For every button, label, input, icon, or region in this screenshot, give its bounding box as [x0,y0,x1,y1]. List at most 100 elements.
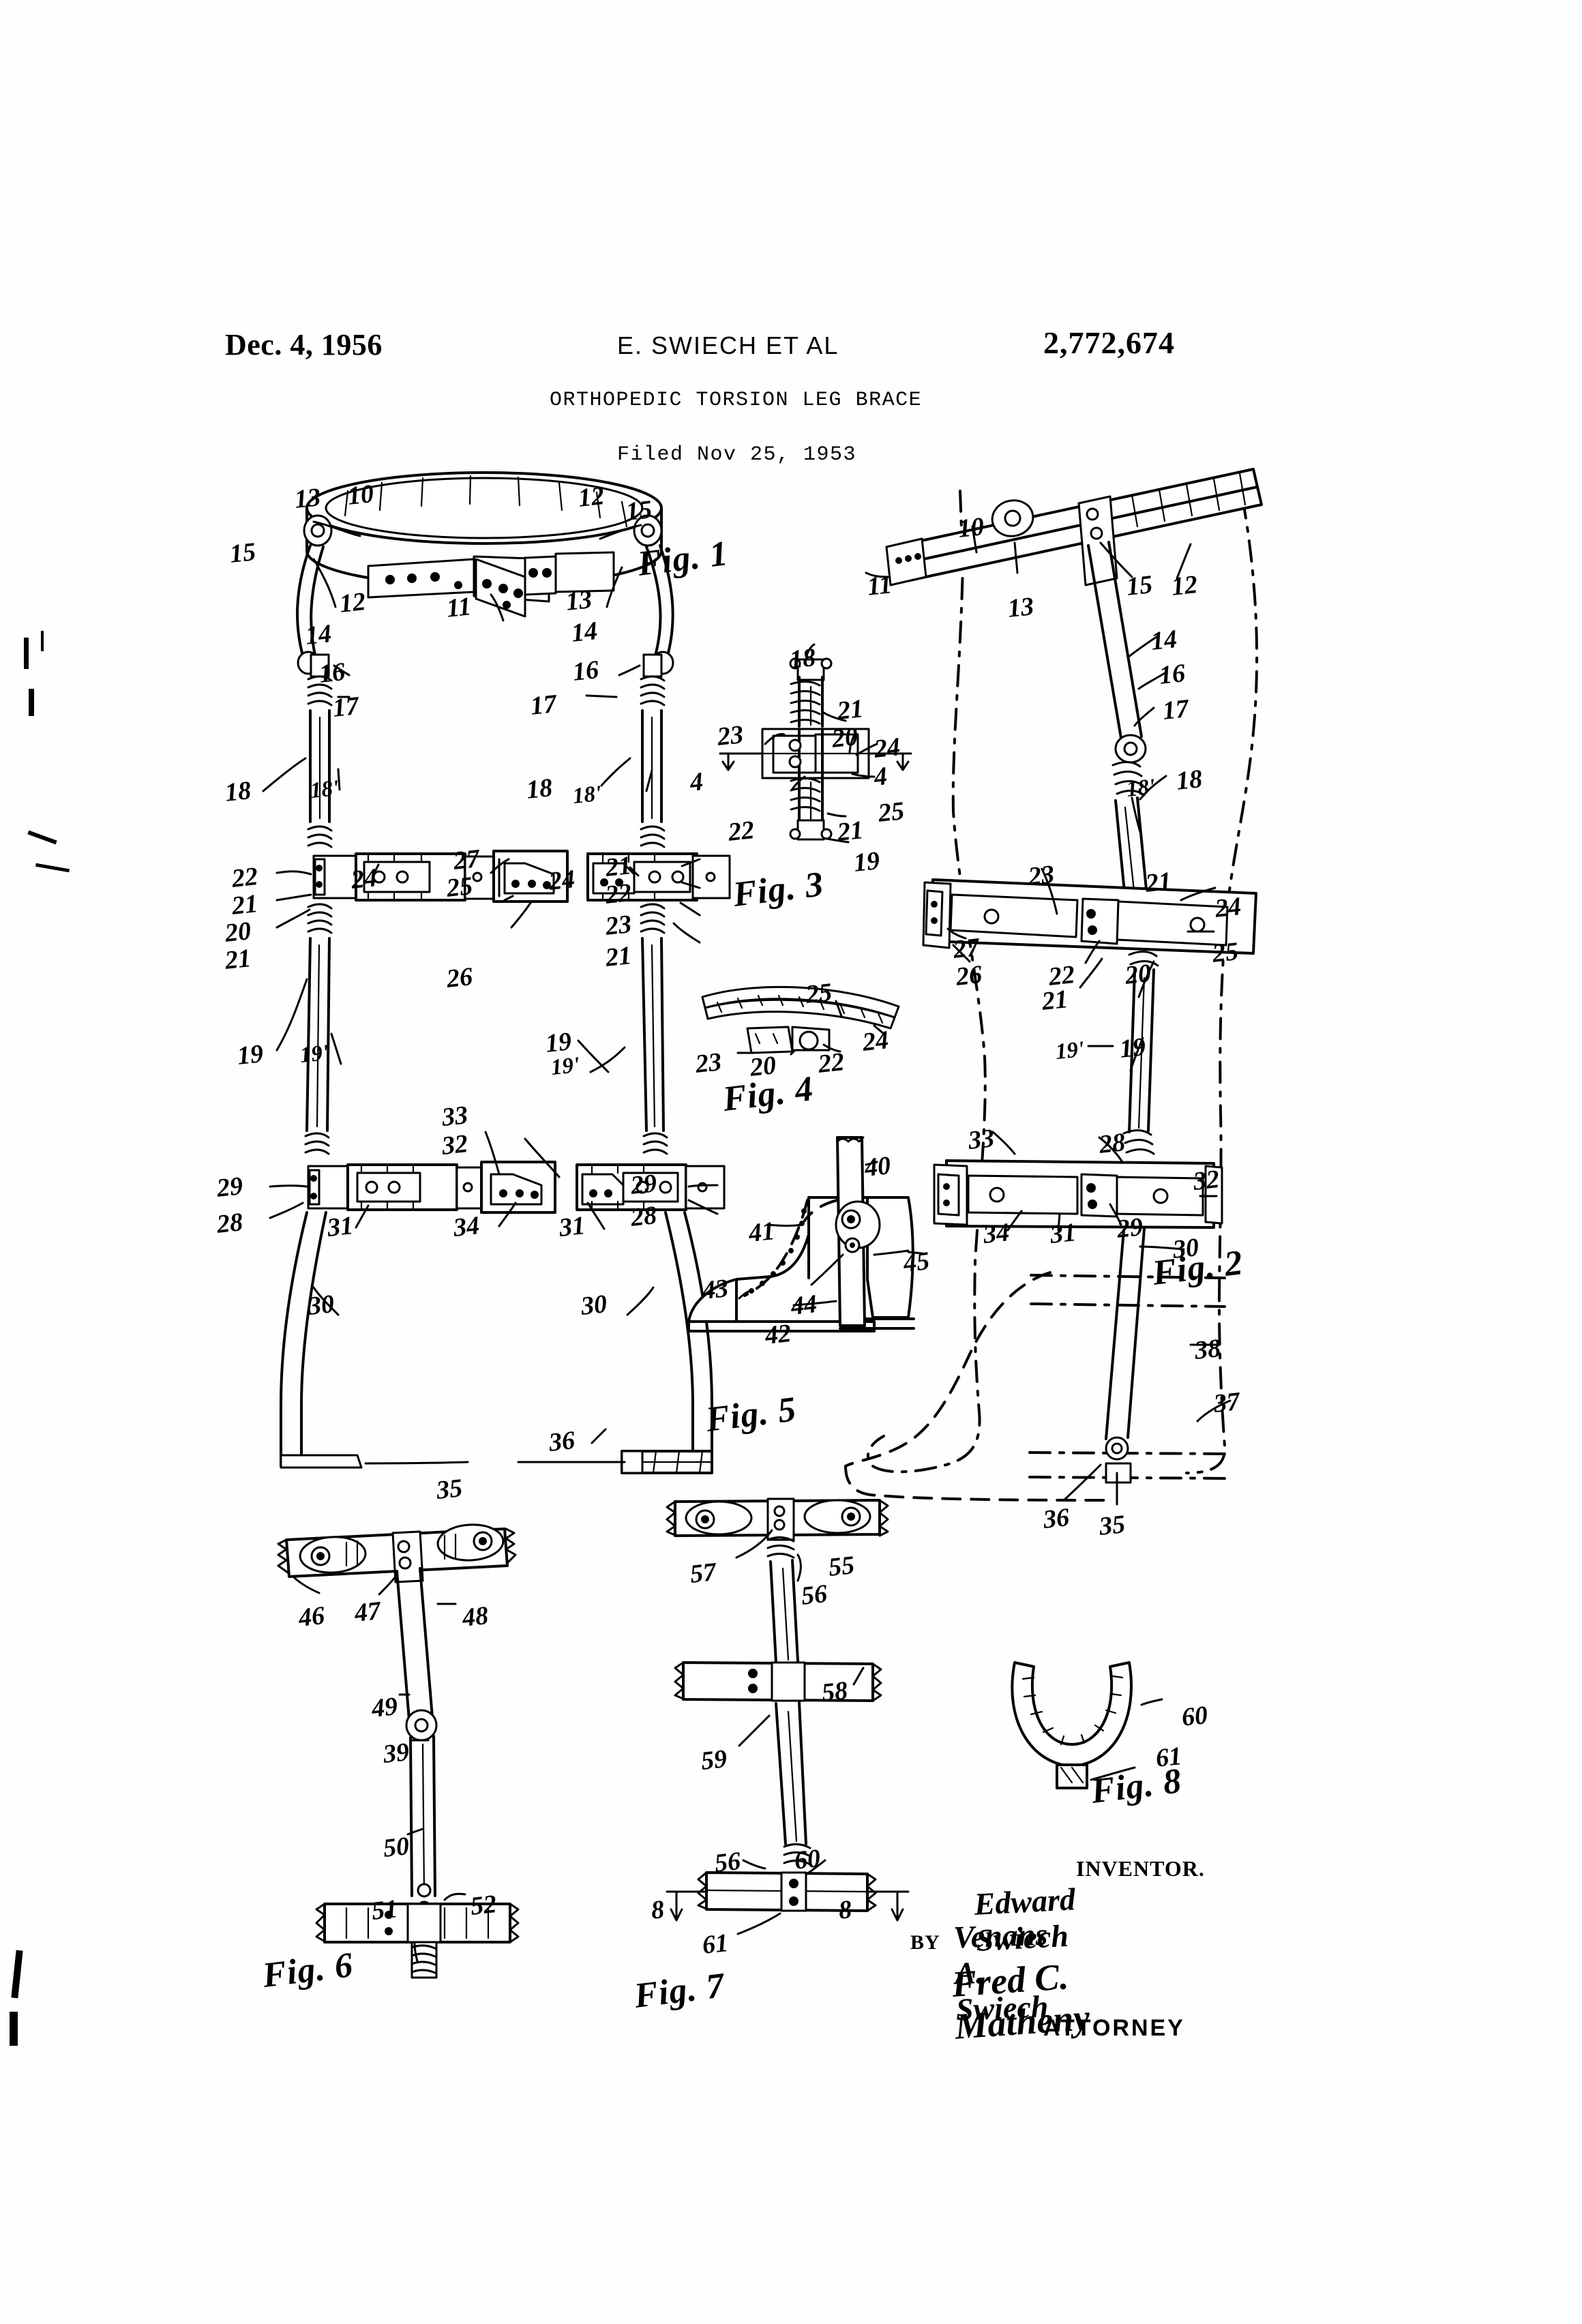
reference-numeral-fig3-24-4: 24 [872,732,902,764]
reference-numeral-fig2-14-5: 14 [1149,625,1179,656]
reference-numeral-fig4-22-4: 22 [816,1047,846,1079]
reference-numeral-fig2-38-28: 38 [1193,1334,1223,1365]
issue-date: Dec. 4, 1956 [225,328,383,361]
reference-numeral-fig6-51-6: 51 [370,1894,400,1926]
reference-numeral-fig1-12-2: 12 [576,481,606,513]
reference-numeral-fig1-14-9: 14 [569,616,599,648]
patent-title: ORTHOPEDIC TORSION LEG BRACE [550,389,923,412]
reference-numeral-fig3-4-6: 4 [872,762,889,792]
scan-artifact [24,638,29,669]
reference-numeral-fig1-21-21: 21 [223,944,253,975]
patent-number: 2,772,674 [1043,325,1175,360]
reference-numeral-fig1-22-18: 22 [230,862,260,893]
reference-numeral-fig7-58-3: 58 [820,1676,850,1708]
scan-artifact [29,689,34,716]
reference-numeral-fig2-26-14: 26 [954,960,984,992]
reference-numeral-fig2-36-30: 36 [1041,1503,1071,1534]
reference-numeral-fig1-30-44: 30 [306,1290,336,1321]
reference-numeral-fig2-18-9: 18 [1174,764,1204,796]
reference-numeral-fig1-30-45: 30 [579,1290,609,1321]
reference-numeral-fig5-41-1: 41 [747,1217,777,1248]
reference-numeral-fig2-19-20: 19 [1118,1032,1148,1064]
reference-numeral-fig1-16-10: 16 [317,657,347,689]
inventor-line: E. SWIECH ET AL [617,331,839,359]
reference-numeral-fig1-24-25: 24 [547,865,577,896]
reference-numeral-fig2-20-18: 20 [1123,959,1153,990]
reference-numeral-fig6-48-2: 48 [460,1601,490,1633]
reference-numeral-fig2-23-10: 23 [1026,860,1056,891]
reference-numeral-fig7-55-1: 55 [826,1551,856,1582]
reference-numeral-fig2-37-29: 37 [1212,1387,1242,1418]
reference-numeral-fig1-29-42: 29 [629,1169,659,1200]
reference-numeral-fig1-12-5: 12 [338,587,368,619]
reference-numeral-fig2-19prime-19: 19' [1054,1037,1086,1065]
reference-numeral-fig1-19-31: 19 [235,1039,265,1071]
reference-numeral-fig1-19prime-34: 19' [550,1052,581,1081]
reference-numeral-fig1-33-35: 33 [440,1101,470,1132]
reference-numeral-fig2-18prime-8: 18' [1125,774,1156,803]
figure-2-drawing [844,468,1263,1506]
scan-artifact [27,830,57,845]
reference-numeral-fig1-10-1: 10 [346,479,376,511]
reference-numeral-fig1-29-37: 29 [215,1172,245,1203]
by-label: BY [910,1931,940,1954]
reference-numeral-fig5-45-2: 45 [901,1247,931,1278]
reference-numeral-fig1-31-39: 31 [325,1211,355,1242]
reference-numeral-fig6-50-5: 50 [381,1832,411,1863]
reference-numeral-fig2-10-0: 10 [956,512,986,543]
reference-numeral-fig1-18prime-15: 18' [309,775,340,804]
reference-numeral-fig4-24-1: 24 [861,1026,891,1057]
reference-numeral-fig2-30-27: 30 [1171,1233,1201,1264]
reference-numeral-fig2-21-11: 21 [1144,867,1174,898]
reference-numeral-fig2-24-12: 24 [1213,892,1243,923]
figure-8-drawing [1011,1661,1163,1789]
reference-numeral-fig1-20-20: 20 [223,917,253,948]
reference-numeral-fig6-52-7: 52 [468,1890,498,1921]
reference-numeral-fig3-25-9: 25 [876,796,906,828]
reference-numeral-fig8-61-1: 61 [1154,1742,1184,1773]
filing-date: Filed Nov 25, 1953 [617,443,857,466]
reference-numeral-fig1-34-40: 34 [451,1211,481,1242]
reference-numeral-fig3-19-10: 19 [852,846,882,878]
reference-numeral-fig3-20-3: 20 [830,722,860,754]
reference-numeral-fig1-19-33: 19 [543,1027,573,1058]
reference-numeral-fig2-25-15: 25 [1210,937,1240,968]
reference-numeral-fig7-8-7: 8 [649,1895,666,1925]
reference-numeral-fig3-18-0: 18 [788,643,818,674]
scan-artifact [11,1950,23,1999]
reference-numeral-fig5-43-3: 43 [700,1274,730,1305]
scan-artifact [41,631,44,651]
reference-numeral-fig1-27-23: 27 [451,844,481,876]
reference-numeral-fig3-21-1: 21 [835,694,865,726]
reference-numeral-fig5-40-0: 40 [863,1151,893,1182]
reference-numeral-fig1-19prime-32: 19' [299,1040,330,1069]
reference-numeral-fig1-26-26: 26 [445,962,475,994]
figure-7-label: Fig. 7 [632,1966,728,2016]
reference-numeral-fig1-31-41: 31 [557,1211,587,1242]
reference-numeral-fig4-20-3: 20 [748,1051,778,1082]
reference-numeral-fig4-23-2: 23 [693,1047,723,1079]
reference-numeral-fig7-56-5: 56 [713,1847,743,1878]
reference-numeral-fig1-28-43: 28 [629,1201,659,1232]
reference-numeral-fig7-59-4: 59 [699,1744,729,1776]
scan-artifact [10,2012,18,2046]
reference-numeral-fig1-18-14: 18 [223,776,253,807]
reference-numeral-fig1-28-38: 28 [215,1208,245,1239]
reference-numeral-fig1-36-46: 36 [547,1426,577,1457]
reference-numeral-fig2-35-31: 35 [1097,1510,1127,1541]
reference-numeral-fig1-13-0: 13 [293,483,323,514]
reference-numeral-fig7-56-2: 56 [799,1579,829,1611]
reference-numeral-fig2-32-23: 32 [1191,1165,1221,1196]
reference-numeral-fig1-32-36: 32 [440,1129,470,1161]
reference-numeral-fig7-57-0: 57 [688,1558,718,1589]
reference-numeral-fig2-33-21: 33 [966,1124,996,1155]
reference-numeral-fig1-21-19: 21 [230,889,260,921]
reference-numeral-fig1-14-8: 14 [303,619,333,651]
reference-numeral-fig6-46-0: 46 [297,1601,327,1633]
inventor-label: INVENTOR. [1076,1856,1205,1881]
reference-numeral-fig1-18-16: 18 [524,773,554,805]
reference-numeral-fig2-13-2: 13 [1006,592,1036,623]
reference-numeral-fig7-8-8: 8 [837,1895,854,1925]
reference-numeral-fig3-23-2: 23 [715,720,745,751]
